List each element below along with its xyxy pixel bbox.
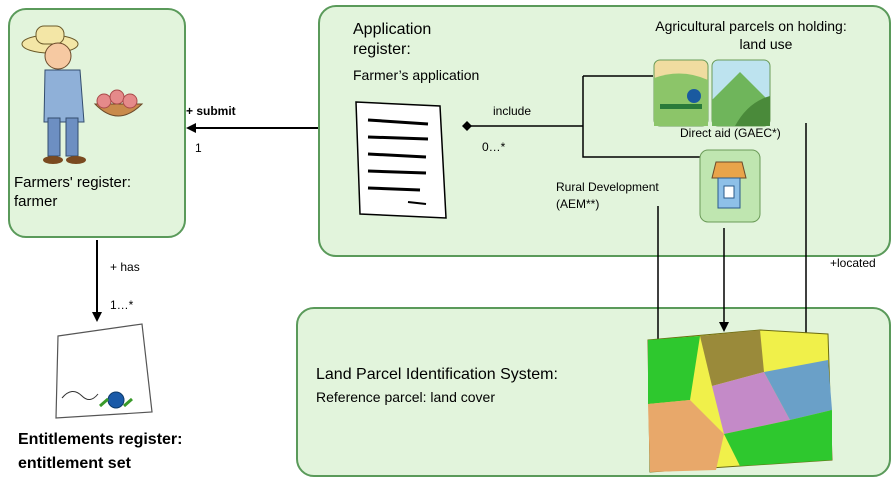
document-icon xyxy=(355,101,447,219)
include-label: include xyxy=(493,104,532,118)
tractor-field-icon xyxy=(653,59,709,127)
lpis-subtitle: Reference parcel: land cover xyxy=(316,389,495,405)
parcels-title: Agricultural parcels on holding: land us… xyxy=(655,18,847,52)
farmer-icon xyxy=(21,25,144,164)
application-register-subtitle: Farmer’s application xyxy=(353,67,480,83)
include-connector xyxy=(462,75,703,158)
rural-development-label: Rural Development (AEM**) xyxy=(556,180,659,211)
farmers-register-title: Farmers' register: farmer xyxy=(14,174,132,210)
submit-label: + submit xyxy=(186,104,236,118)
has-label: + has xyxy=(110,260,140,274)
has-multiplicity: 1…* xyxy=(110,298,134,312)
located-label: +located xyxy=(830,256,876,270)
include-multiplicity: 0…* xyxy=(482,140,506,154)
entitlements-title: Entitlements register: entitlement set xyxy=(18,431,183,472)
application-register-title: Application register: xyxy=(353,21,432,58)
land-parcels-map-icon xyxy=(647,329,833,473)
water-well-icon xyxy=(699,149,761,223)
direct-aid-label: Direct aid (GAEC*) xyxy=(680,126,781,140)
lpis-title: Land Parcel Identification System: xyxy=(316,366,558,383)
mountain-landscape-icon xyxy=(711,59,771,127)
submit-multiplicity: 1 xyxy=(195,141,202,155)
certificate-icon xyxy=(55,323,153,419)
